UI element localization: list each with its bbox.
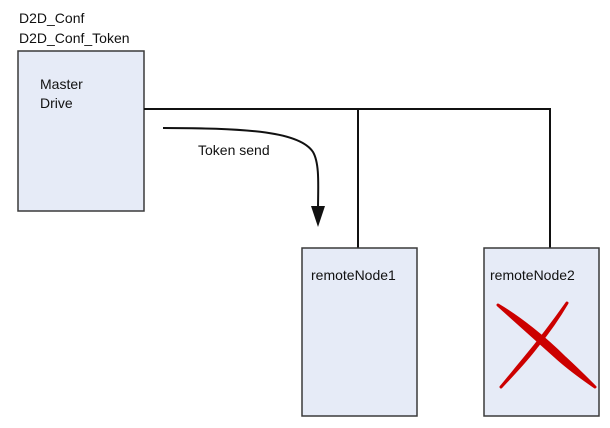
red-x-icon (496, 301, 597, 389)
master-drive-label-line1: Master (40, 76, 83, 92)
config-label-2: D2D_Conf_Token (19, 30, 130, 46)
curved-arrow-down-icon (311, 206, 325, 227)
bus-line (144, 108, 551, 248)
master-drive-label-line2: Drive (40, 95, 73, 111)
remote-node-1-label: remoteNode1 (311, 267, 396, 283)
token-arrow-path (162, 127, 320, 211)
remote-node-2-box (483, 247, 600, 417)
token-send-label: Token send (198, 142, 270, 158)
master-drive-box (17, 50, 145, 212)
red-x-stroke-1 (496, 303, 597, 389)
remote-node-1-box (301, 247, 418, 417)
red-x-stroke-2 (499, 301, 569, 389)
remote-node-2-label: remoteNode2 (490, 267, 575, 283)
config-label-1: D2D_Conf (19, 10, 84, 26)
